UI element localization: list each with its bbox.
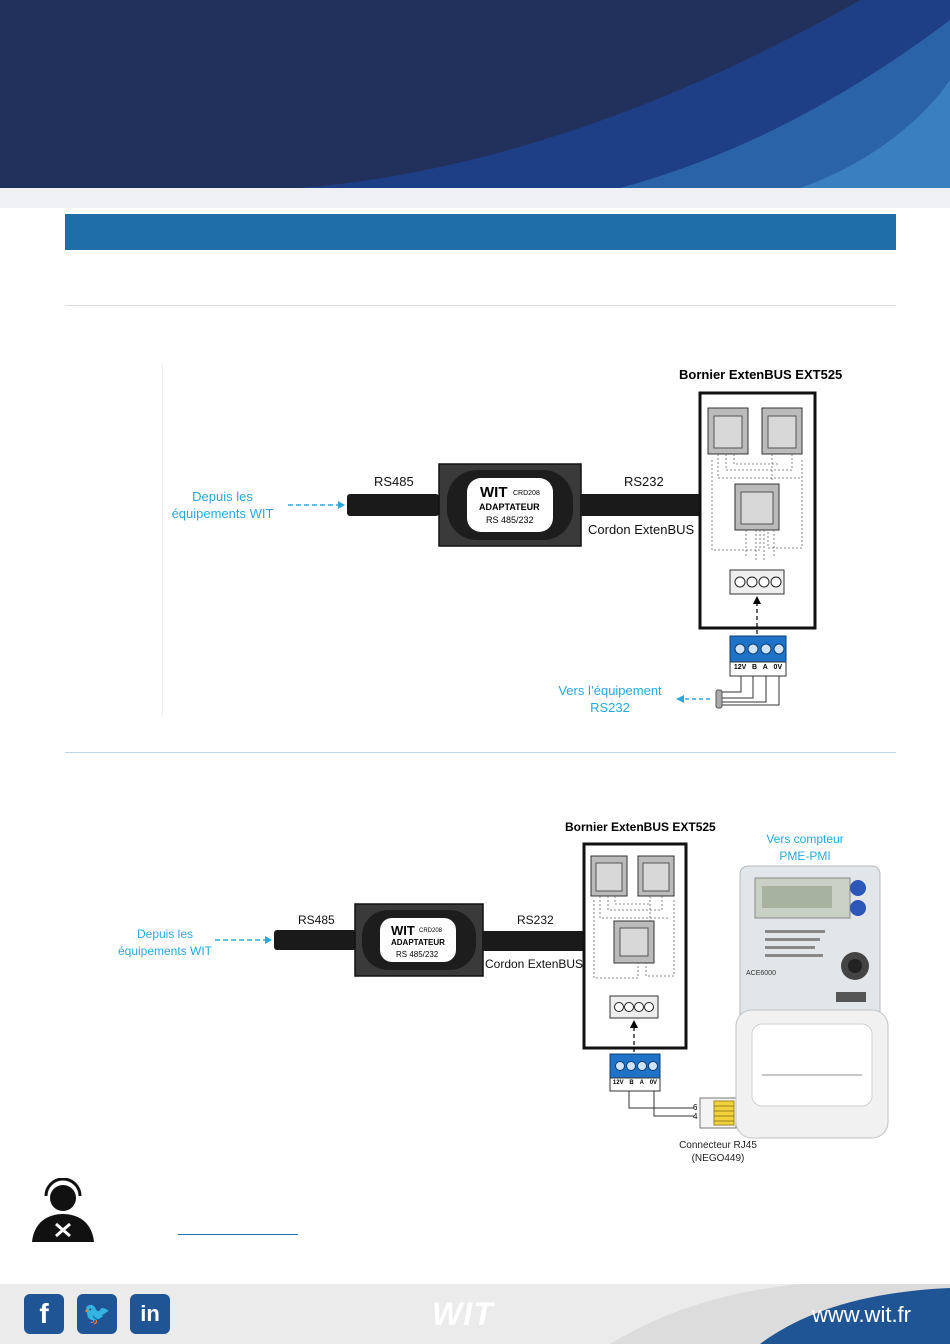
- diagram1-cable-label: Cordon ExtenBUS: [588, 522, 695, 537]
- diagram1-adapter-brand: WIT: [480, 484, 508, 501]
- divider-line-2: [65, 752, 896, 753]
- diagram2-rs485-label: RS485: [298, 913, 335, 927]
- diagram2-graphic: [215, 842, 889, 1139]
- diagram1-adapter-line1: ADAPTATEUR: [479, 502, 540, 512]
- diagram2-adapter-line2: RS 485/232: [396, 950, 439, 959]
- diagram1-rs232-label: RS232: [624, 474, 664, 489]
- rj45-pin-6: 6: [693, 1103, 698, 1112]
- diagram1-adapter-model: CRD208: [513, 490, 540, 497]
- diagram1-title: Bornier ExtenBUS EXT525: [679, 367, 843, 382]
- diagram2-adapter-model: CRD208: [419, 928, 443, 934]
- support-headset-icon: [32, 1178, 94, 1242]
- diagram2-rj45-label: Connecteur RJ45 (NEGO449): [679, 1140, 757, 1164]
- terminal-0v: 0V: [649, 1080, 658, 1086]
- diagram2-rs232-label: RS232: [517, 913, 554, 927]
- divider-line: [65, 305, 896, 306]
- terminal-b: B: [629, 1080, 634, 1086]
- terminal-a: A: [639, 1080, 644, 1086]
- linkedin-icon[interactable]: in: [130, 1294, 170, 1334]
- facebook-icon[interactable]: f: [24, 1294, 64, 1334]
- diagram1-rs485-label: RS485: [374, 474, 414, 489]
- diagram2-adapter-line1: ADAPTATEUR: [391, 938, 445, 947]
- twitter-icon[interactable]: 🐦: [77, 1294, 117, 1334]
- diagram2-meter-label: Vers compteur PME-PMI: [766, 832, 844, 863]
- diagram2-title: Bornier ExtenBUS EXT525: [565, 820, 716, 834]
- website-link[interactable]: www.wit.fr: [812, 1302, 911, 1327]
- support-link-underline[interactable]: [178, 1234, 298, 1235]
- header-separator: [0, 188, 950, 208]
- terminal-0v: 0V: [773, 664, 783, 671]
- footer-logo: WIT: [432, 1296, 494, 1332]
- footer-waves: [610, 1284, 950, 1344]
- terminal-a: A: [762, 664, 768, 671]
- footer: f 🐦 in WIT www.wit.fr: [0, 1284, 950, 1344]
- diagram2-cable-label: Cordon ExtenBUS: [485, 957, 584, 971]
- section-band: [65, 214, 896, 250]
- diagram2-meter-model: ACE6000: [746, 970, 776, 977]
- terminal-12v: 12V: [733, 664, 747, 671]
- diagram1-from-label: Depuis les équipements WIT: [171, 489, 274, 521]
- diagram1-terminal-labels: 12V B A 0V: [731, 664, 785, 671]
- diagram1-graphic: [288, 391, 817, 709]
- terminal-12v: 12V: [612, 1080, 624, 1086]
- diagram1-to-label: Vers l’équipement RS232: [558, 683, 662, 715]
- diagram2-terminal-labels: 12V B A 0V: [610, 1080, 660, 1086]
- rj45-pin-4: 4: [693, 1112, 698, 1121]
- header-banner: [0, 0, 950, 188]
- diagram2-from-label: Depuis les équipements WIT: [117, 927, 213, 958]
- diagram1-adapter-line2: RS 485/232: [486, 515, 534, 525]
- diagram1-left-rule: [162, 365, 163, 715]
- terminal-b: B: [752, 664, 758, 671]
- diagram2-adapter-brand: WIT: [391, 923, 415, 938]
